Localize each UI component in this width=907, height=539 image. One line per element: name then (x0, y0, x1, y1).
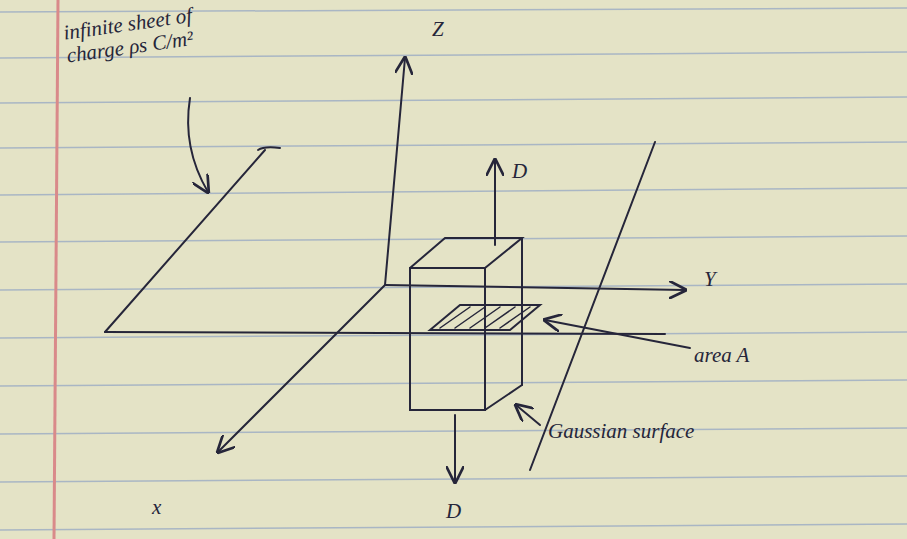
flux-label: D (512, 160, 527, 183)
flux-arrow (454, 415, 456, 482)
axis-label: Z (432, 18, 444, 41)
gaussian-box (410, 268, 485, 410)
axis-label: x (152, 496, 161, 519)
leader-line (188, 98, 208, 192)
ruled-lines (0, 8, 907, 530)
area-patch (430, 305, 540, 330)
z-axis (385, 58, 405, 285)
surface-label: Gaussian surface (548, 420, 694, 443)
leader-line (516, 405, 540, 425)
sheet-mark (258, 147, 280, 150)
flux-arrow (494, 160, 496, 245)
margin-line (54, 0, 58, 539)
leader-line (545, 320, 690, 348)
hatching (440, 307, 530, 328)
y-axis (385, 285, 685, 290)
gaussian-box (410, 238, 522, 268)
flux-label: D (446, 500, 461, 523)
axis-label: Y (704, 268, 716, 291)
sheet-edge (105, 150, 265, 332)
x-axis (218, 285, 385, 452)
area-label: area A (694, 344, 749, 367)
